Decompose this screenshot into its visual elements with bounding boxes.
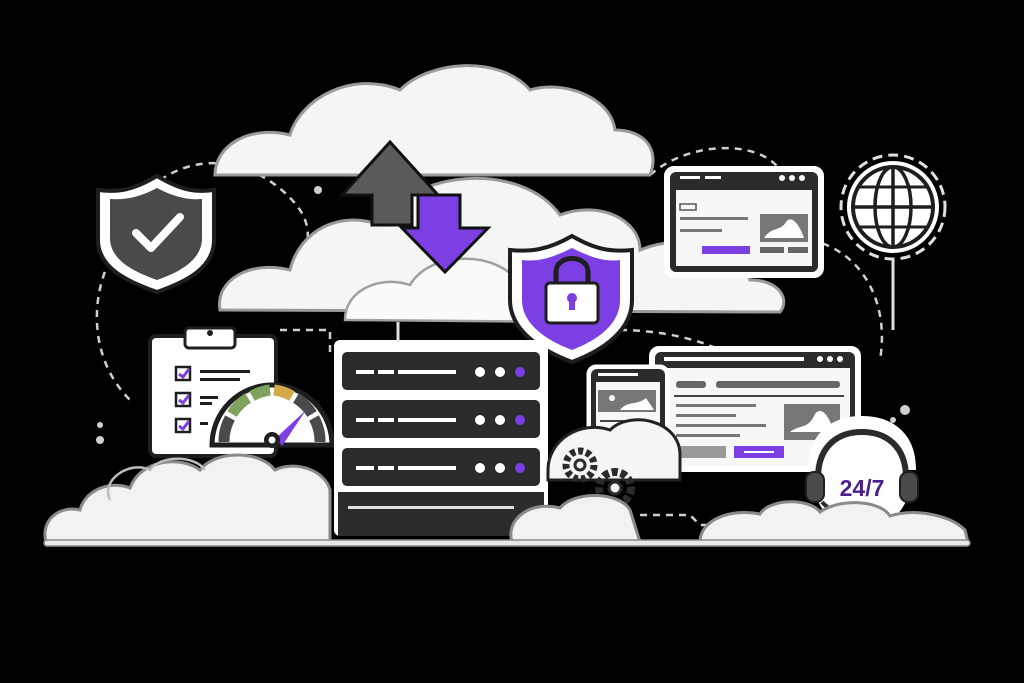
cloud-base <box>43 453 971 547</box>
support-label: 24/7 <box>840 475 885 501</box>
server-unit <box>338 444 544 490</box>
gears-icon <box>546 418 682 508</box>
server-unit <box>338 396 544 442</box>
globe-icon <box>839 153 947 330</box>
server-rack-icon <box>334 322 548 536</box>
shield-lock-icon <box>508 233 634 365</box>
download-arrow-icon <box>398 193 492 275</box>
browser-window-icon <box>664 166 824 278</box>
shield-check-icon <box>96 173 216 295</box>
speed-gauge-icon <box>209 382 335 448</box>
upload-arrow-icon <box>338 139 442 227</box>
browser-window-large <box>649 346 861 472</box>
server-unit <box>338 348 544 394</box>
